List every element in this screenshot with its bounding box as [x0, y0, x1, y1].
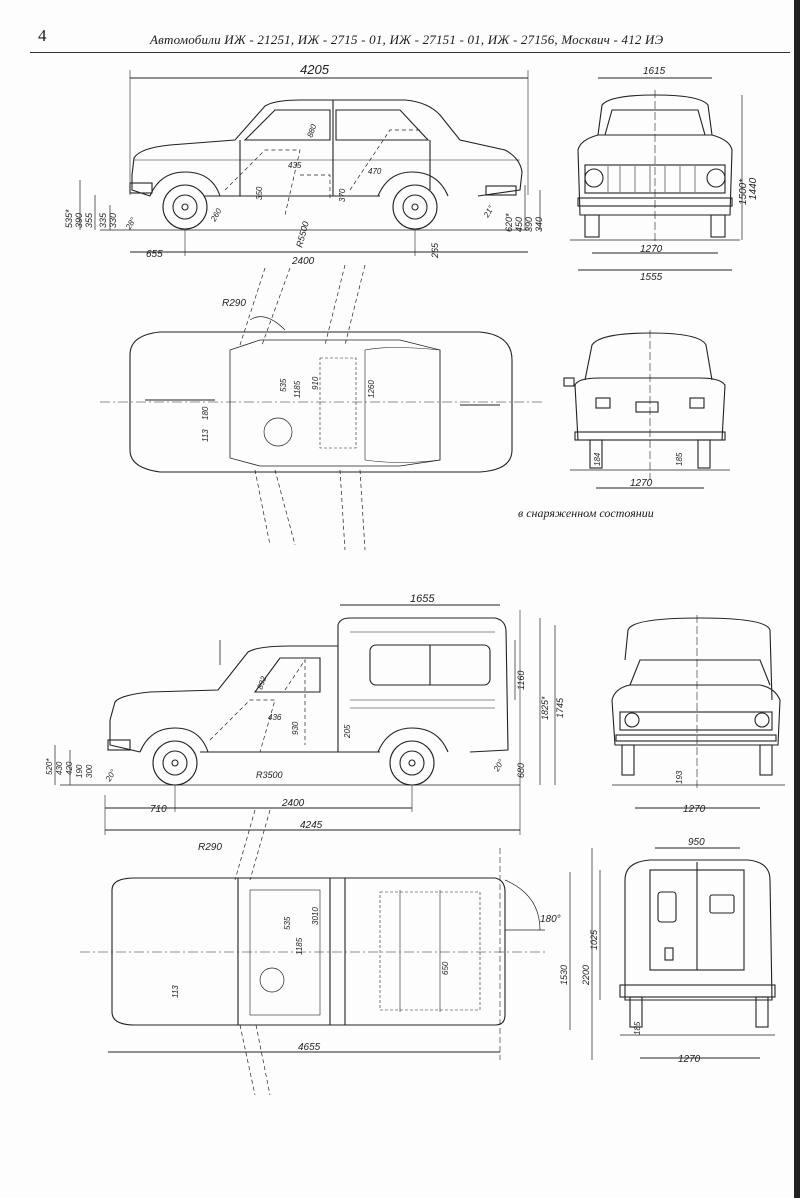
sedan-rear-track: 1270: [630, 478, 653, 489]
van-side-view: 1655 710 2400 4245 R3500 520* 4: [45, 593, 565, 835]
sedan-plan-dim-4: 1260: [367, 380, 376, 398]
sedan-front-view: 1615 1270 1555 1500* 1440: [570, 66, 759, 283]
sedan-interior-1: 880: [305, 123, 318, 139]
sedan-height: 1440: [748, 177, 759, 200]
sedan-plan-dim-2: 1185: [293, 380, 302, 398]
van-overall-length: 4245: [300, 820, 323, 831]
van-height: 1745: [555, 697, 565, 718]
van-interior-2: 436: [268, 713, 282, 722]
sedan-interior-3: 470: [368, 167, 382, 176]
van-plan-view: R290 180° 1530 2200 4655 535 1185 3010 6…: [80, 809, 593, 1096]
sedan-front-height-4: 335: [98, 212, 108, 228]
van-plan-dim-4: 650: [441, 961, 450, 975]
van-front-height-3: 420: [65, 761, 74, 775]
sedan-plan-dim-3: 910: [311, 376, 320, 390]
sedan-plan-dim-1: 535: [279, 378, 288, 392]
van-interior-1: 892: [255, 675, 268, 691]
sedan-rear-clearance-2: 185: [675, 452, 684, 466]
van-rear-view: 950 1025 1270 185: [589, 837, 776, 1065]
sedan-rear-height-1: 620*: [504, 213, 514, 232]
van-front-angle: 20°: [103, 767, 118, 784]
sedan-height-loaded: 1500*: [738, 178, 749, 205]
van-front-overhang: 710: [150, 804, 167, 815]
van-door-width: 950: [688, 837, 705, 848]
van-body-length: 1655: [410, 593, 435, 605]
van-front-height-5: 300: [85, 764, 94, 778]
sedan-rear-clearance: 184: [593, 452, 602, 466]
sedan-rear-height-4: 340: [534, 217, 544, 232]
van-wheelbase: 2400: [281, 798, 305, 809]
sedan-interior-6: 260: [208, 206, 223, 223]
van-door-angle: 180°: [540, 914, 561, 925]
van-door-height: 1025: [589, 929, 599, 950]
van-interior-3: 930: [291, 721, 300, 735]
van-front-height-2: 430: [55, 761, 64, 775]
van-plan-dim-5: 113: [171, 985, 180, 998]
van-front-view: 1270 193: [611, 615, 785, 815]
sedan-front-height-3: 355: [84, 212, 94, 228]
van-interior-4: 205: [343, 724, 352, 739]
sedan-interior-5: 350: [255, 186, 264, 200]
van-cargo-length: 2200: [581, 965, 591, 986]
van-height-loaded: 1825*: [540, 696, 550, 720]
van-mirror-radius: R290: [198, 842, 222, 853]
sedan-front-overhang: 655: [146, 249, 163, 260]
van-front-height-1: 520*: [45, 758, 54, 775]
page-title: Автомобили ИЖ - 21251, ИЖ - 2715 - 01, И…: [150, 32, 664, 47]
van-front-track: 1270: [683, 804, 706, 815]
van-front-clearance: 193: [675, 770, 684, 784]
van-plan-dim-2: 1185: [295, 937, 304, 955]
sedan-wheelbase: 2400: [291, 256, 315, 267]
page-edge: [794, 0, 800, 1198]
header-rule: [30, 52, 790, 53]
van-rear-track: 1270: [678, 1054, 701, 1065]
van-front-height-4: 190: [75, 764, 84, 778]
sedan-plan-dim-5: 113: [201, 429, 210, 442]
sedan-interior-4: 370: [338, 188, 347, 202]
sedan-front-width: 1555: [640, 272, 663, 283]
sedan-rear-dim: 265: [430, 242, 440, 259]
page-number: 4: [38, 26, 47, 45]
sedan-top-width: 1615: [643, 66, 666, 77]
sedan-mirror-radius: R290: [222, 298, 246, 309]
van-turn-radius: R3500: [256, 770, 283, 780]
sedan-front-height-1: 535*: [64, 209, 74, 228]
van-rear-clearance: 185: [633, 1021, 642, 1035]
page-header: 4 Автомобили ИЖ - 21251, ИЖ - 2715 - 01,…: [0, 0, 800, 56]
sedan-interior-2: 435: [288, 161, 302, 170]
van-floor-height: 680: [516, 763, 526, 778]
sedan-turn-radius: R5500: [294, 220, 311, 248]
sedan-front-angle: 28°: [123, 215, 138, 232]
van-plan-dim-1: 535: [283, 916, 292, 930]
sedan-rear-height-2: 450: [514, 217, 524, 232]
sedan-front-height-2: 390: [74, 213, 84, 228]
sedan-front-height-5: 330: [108, 213, 118, 228]
sedan-rear-height-3: 390: [524, 217, 534, 232]
sedan-length-label: 4205: [300, 62, 330, 77]
van-plan-dim-3: 3010: [311, 907, 320, 925]
van-plan-length: 4655: [298, 1042, 321, 1053]
sedan-front-track: 1270: [640, 244, 663, 255]
van-cargo-width: 1530: [559, 965, 569, 985]
sedan-side-view: 4205 655 2400 265 R5500 535* 39: [64, 62, 544, 267]
sedan-rear-view: 1270 184 185: [563, 330, 730, 489]
curb-weight-note: в снаряженном состоянии: [518, 506, 654, 520]
sedan-plan-dim-6: 180: [201, 406, 210, 420]
van-rear-angle: 20°: [491, 757, 506, 774]
sedan-plan-view: R290 535 1185 910 1260 113 180: [100, 264, 545, 551]
van-body-height: 1160: [516, 671, 526, 690]
sedan-rear-angle: 21°: [481, 203, 496, 220]
